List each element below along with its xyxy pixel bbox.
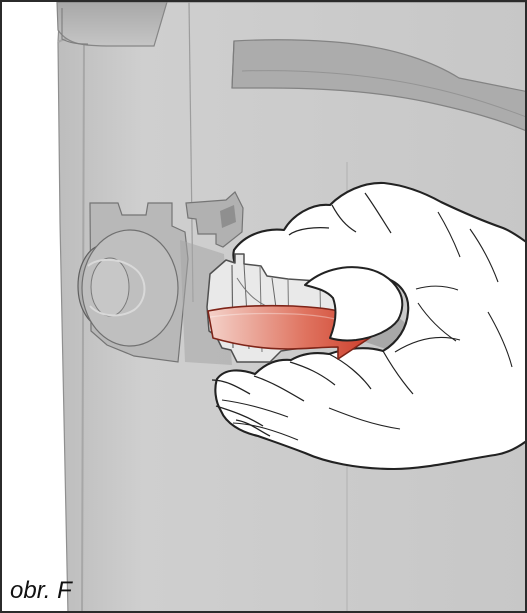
- figure-caption: obr. F: [10, 579, 72, 603]
